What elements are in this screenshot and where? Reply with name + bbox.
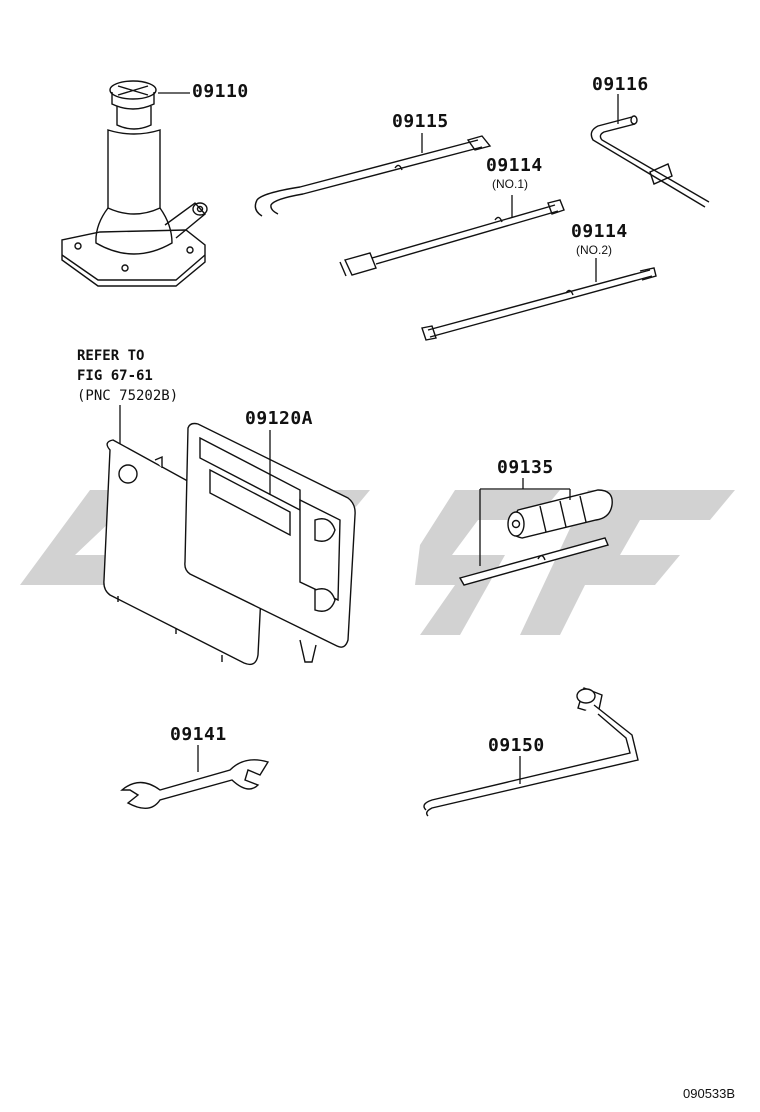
- refer-note-line2: FIG 67-61: [77, 368, 153, 384]
- label-09114-no1-sub: (NO.1): [492, 177, 528, 191]
- screwdriver-leader-lines: [479, 478, 571, 566]
- diagram-id: 090533B: [683, 1086, 736, 1101]
- refer-note-line1: REFER TO: [77, 348, 145, 364]
- refer-note: REFER TO FIG 67-61 (PNC 75202B): [77, 346, 178, 406]
- tool-tray-drawing: [184, 422, 356, 663]
- label-09135[interactable]: 09135: [497, 457, 554, 478]
- label-09116[interactable]: 09116: [592, 74, 649, 95]
- extension-bar-1-drawing: [339, 199, 565, 277]
- tool-cover-drawing: [103, 439, 265, 666]
- hub-nut-wrench-drawing: [423, 687, 639, 817]
- wrench-drawing: [120, 759, 270, 809]
- jack-handle-drawing: [254, 135, 492, 217]
- label-09114-no1[interactable]: 09114: [486, 155, 543, 176]
- extension-bar-2-drawing: [421, 267, 657, 341]
- bent-handle-drawing: [590, 115, 710, 208]
- label-09114-no2-sub: (NO.2): [576, 243, 612, 257]
- label-09115[interactable]: 09115: [392, 111, 449, 132]
- label-09120a[interactable]: 09120A: [245, 408, 314, 429]
- label-09141[interactable]: 09141: [170, 724, 227, 745]
- label-09110[interactable]: 09110: [192, 81, 249, 102]
- label-09150[interactable]: 09150: [488, 735, 545, 756]
- refer-note-line3: (PNC 75202B): [77, 388, 179, 404]
- screwdriver-drawing: [458, 489, 613, 586]
- jack-drawing: [61, 80, 208, 287]
- label-09114-no2[interactable]: 09114: [571, 221, 628, 242]
